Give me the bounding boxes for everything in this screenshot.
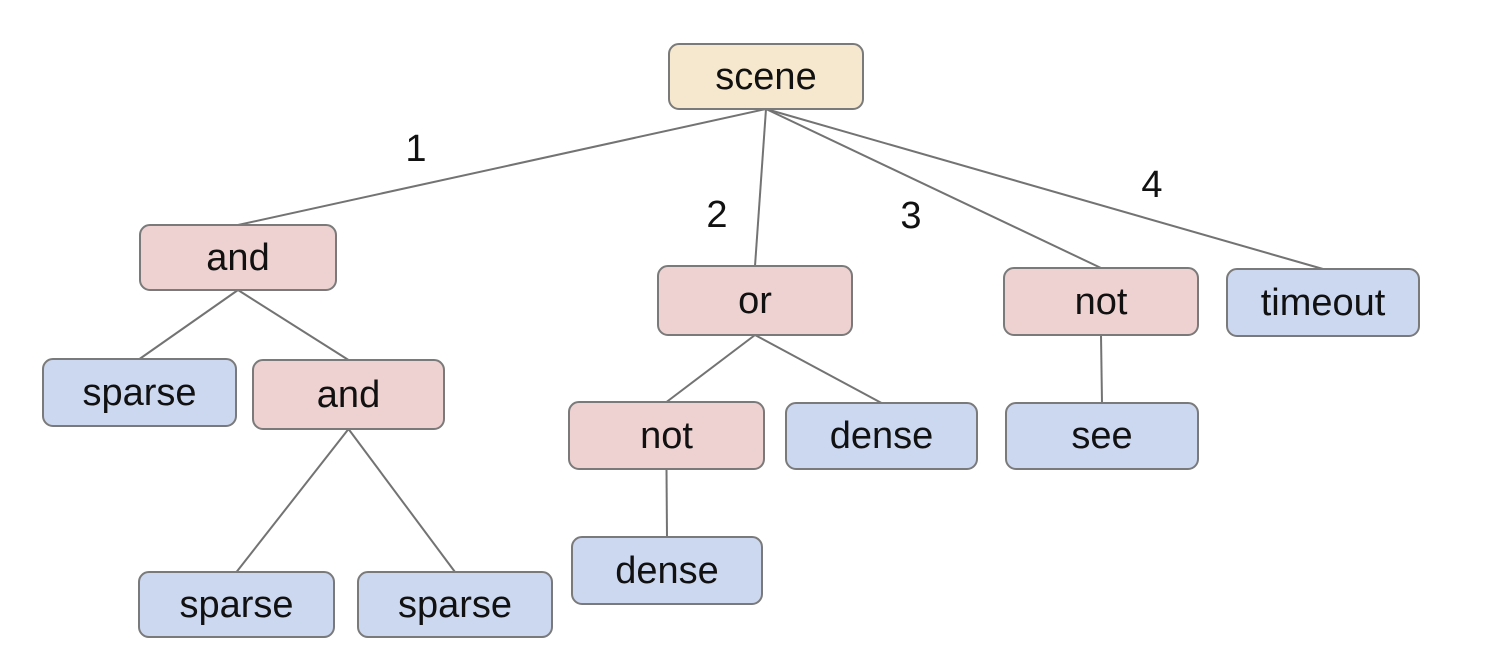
- node-label: timeout: [1260, 281, 1386, 324]
- node-label: dense: [829, 415, 934, 457]
- node-label: and: [206, 236, 270, 279]
- edge-and2-sparse3: [347, 428, 456, 573]
- tree-node-scene: scene: [668, 43, 864, 110]
- edge-label-4: 4: [1141, 164, 1163, 206]
- node-label: not: [1074, 280, 1128, 323]
- node-label: and: [316, 373, 381, 416]
- tree-node-sparse3: sparse: [357, 571, 553, 638]
- tree-node-dense2: dense: [571, 536, 763, 605]
- edge-and1-and2: [237, 289, 350, 361]
- node-label: not: [640, 414, 693, 457]
- node-label: sparse: [82, 371, 197, 414]
- edge-scene-timeout: [765, 108, 1324, 270]
- node-label: sparse: [179, 583, 294, 626]
- node-label: sparse: [397, 583, 513, 626]
- tree-node-dense1: dense: [785, 402, 978, 470]
- tree-node-and2: and: [252, 359, 445, 430]
- tree-node-timeout: timeout: [1226, 268, 1420, 337]
- tree-node-sparse2: sparse: [138, 571, 335, 638]
- tree-node-not2: not: [568, 401, 765, 470]
- edge-and1-sparse1: [138, 289, 239, 360]
- tree-node-sparse1: sparse: [42, 358, 237, 427]
- tree-node-or1: or: [657, 265, 853, 336]
- edge-and2-sparse2: [235, 428, 350, 573]
- edge-not1-see: [1100, 334, 1103, 404]
- edge-or1-dense1: [754, 334, 882, 404]
- edge-not2-dense2: [665, 468, 668, 538]
- tree-node-and1: and: [139, 224, 337, 291]
- edge-or1-not2: [665, 334, 756, 403]
- tree-node-see: see: [1005, 402, 1199, 470]
- edge-label-2: 2: [706, 194, 728, 236]
- node-label: dense: [615, 549, 719, 592]
- node-label: or: [738, 279, 772, 322]
- edge-label-1: 1: [405, 128, 427, 170]
- node-label: scene: [715, 55, 817, 98]
- edge-scene-or1: [754, 108, 767, 267]
- edge-label-3: 3: [900, 195, 922, 237]
- edge-scene-not1: [765, 108, 1102, 269]
- tree-node-not1: not: [1003, 267, 1199, 336]
- node-label: see: [1071, 415, 1133, 457]
- edge-scene-and1: [237, 108, 767, 226]
